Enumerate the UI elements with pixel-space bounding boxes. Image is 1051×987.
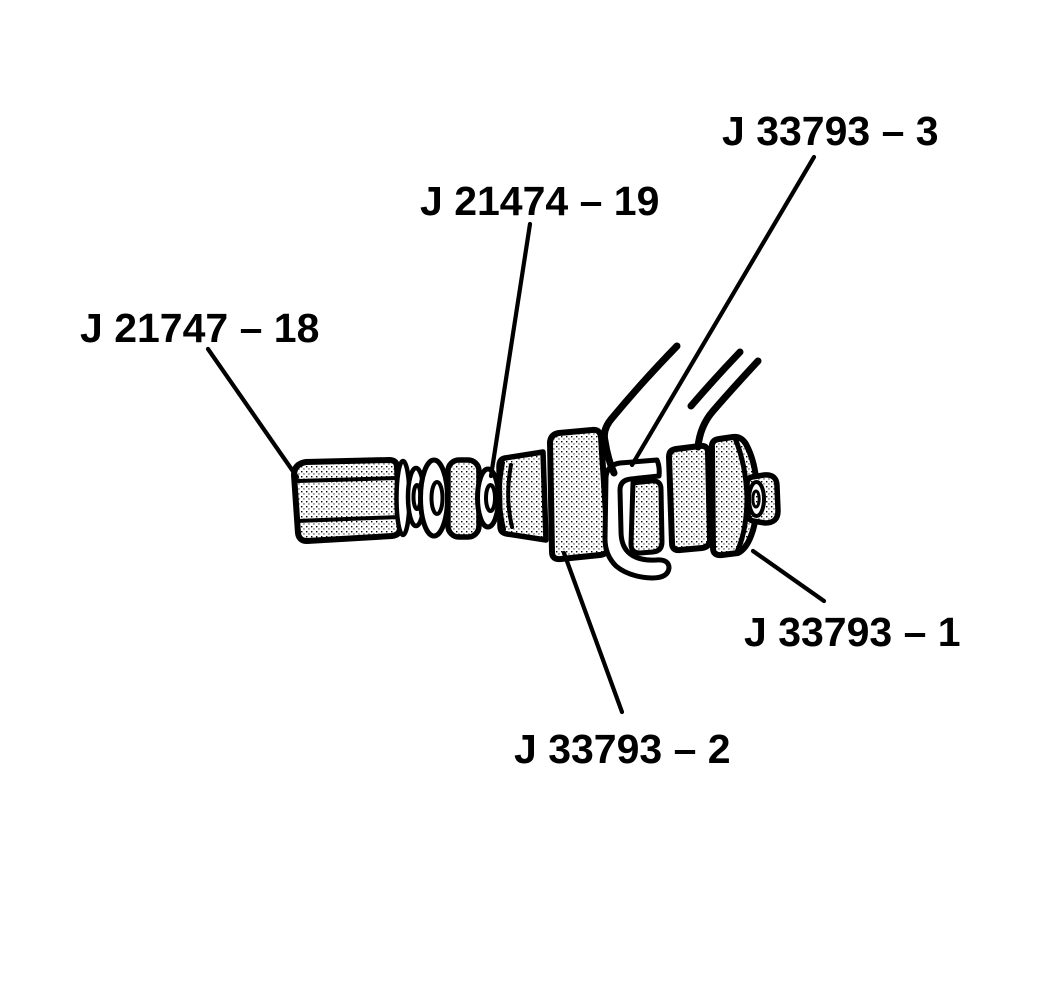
label-j21474-19: J 21474 – 19	[420, 178, 659, 224]
label-j33793-3: J 33793 – 3	[722, 108, 939, 154]
label-j33793-2: J 33793 – 2	[514, 726, 731, 772]
clip-leg-curve-middle	[687, 348, 744, 410]
washer-2-hole	[484, 483, 497, 513]
stepped-cylinder-endcap-arc-2	[506, 463, 514, 529]
stepped-cylinder-small-step	[496, 449, 549, 543]
washer-1-hole	[429, 480, 445, 516]
leader-j21474-19	[488, 221, 533, 479]
stepped-cylinder-large-body	[547, 426, 612, 563]
hex-adapter	[291, 457, 403, 544]
clip-leg-curve-left	[600, 342, 681, 477]
label-j21747-18: J 21747 – 18	[80, 305, 319, 351]
retainer-clip-insert-block	[628, 478, 665, 556]
leader-j33793-1	[750, 548, 827, 604]
spacer	[445, 457, 482, 540]
clip-leg-curve-right	[694, 357, 762, 451]
leader-j33793-3	[629, 154, 817, 468]
hex-adapter-flat-line-bottom	[295, 515, 401, 523]
leader-j33793-2	[561, 550, 625, 715]
retainer-clip-body	[602, 457, 672, 581]
pilot-stub-hole	[751, 489, 761, 509]
end-collar-disc-rear	[666, 442, 713, 554]
label-j33793-1: J 33793 – 1	[744, 609, 961, 655]
leader-j21747-18	[205, 346, 300, 480]
hex-adapter-flat-line-top	[296, 476, 400, 483]
